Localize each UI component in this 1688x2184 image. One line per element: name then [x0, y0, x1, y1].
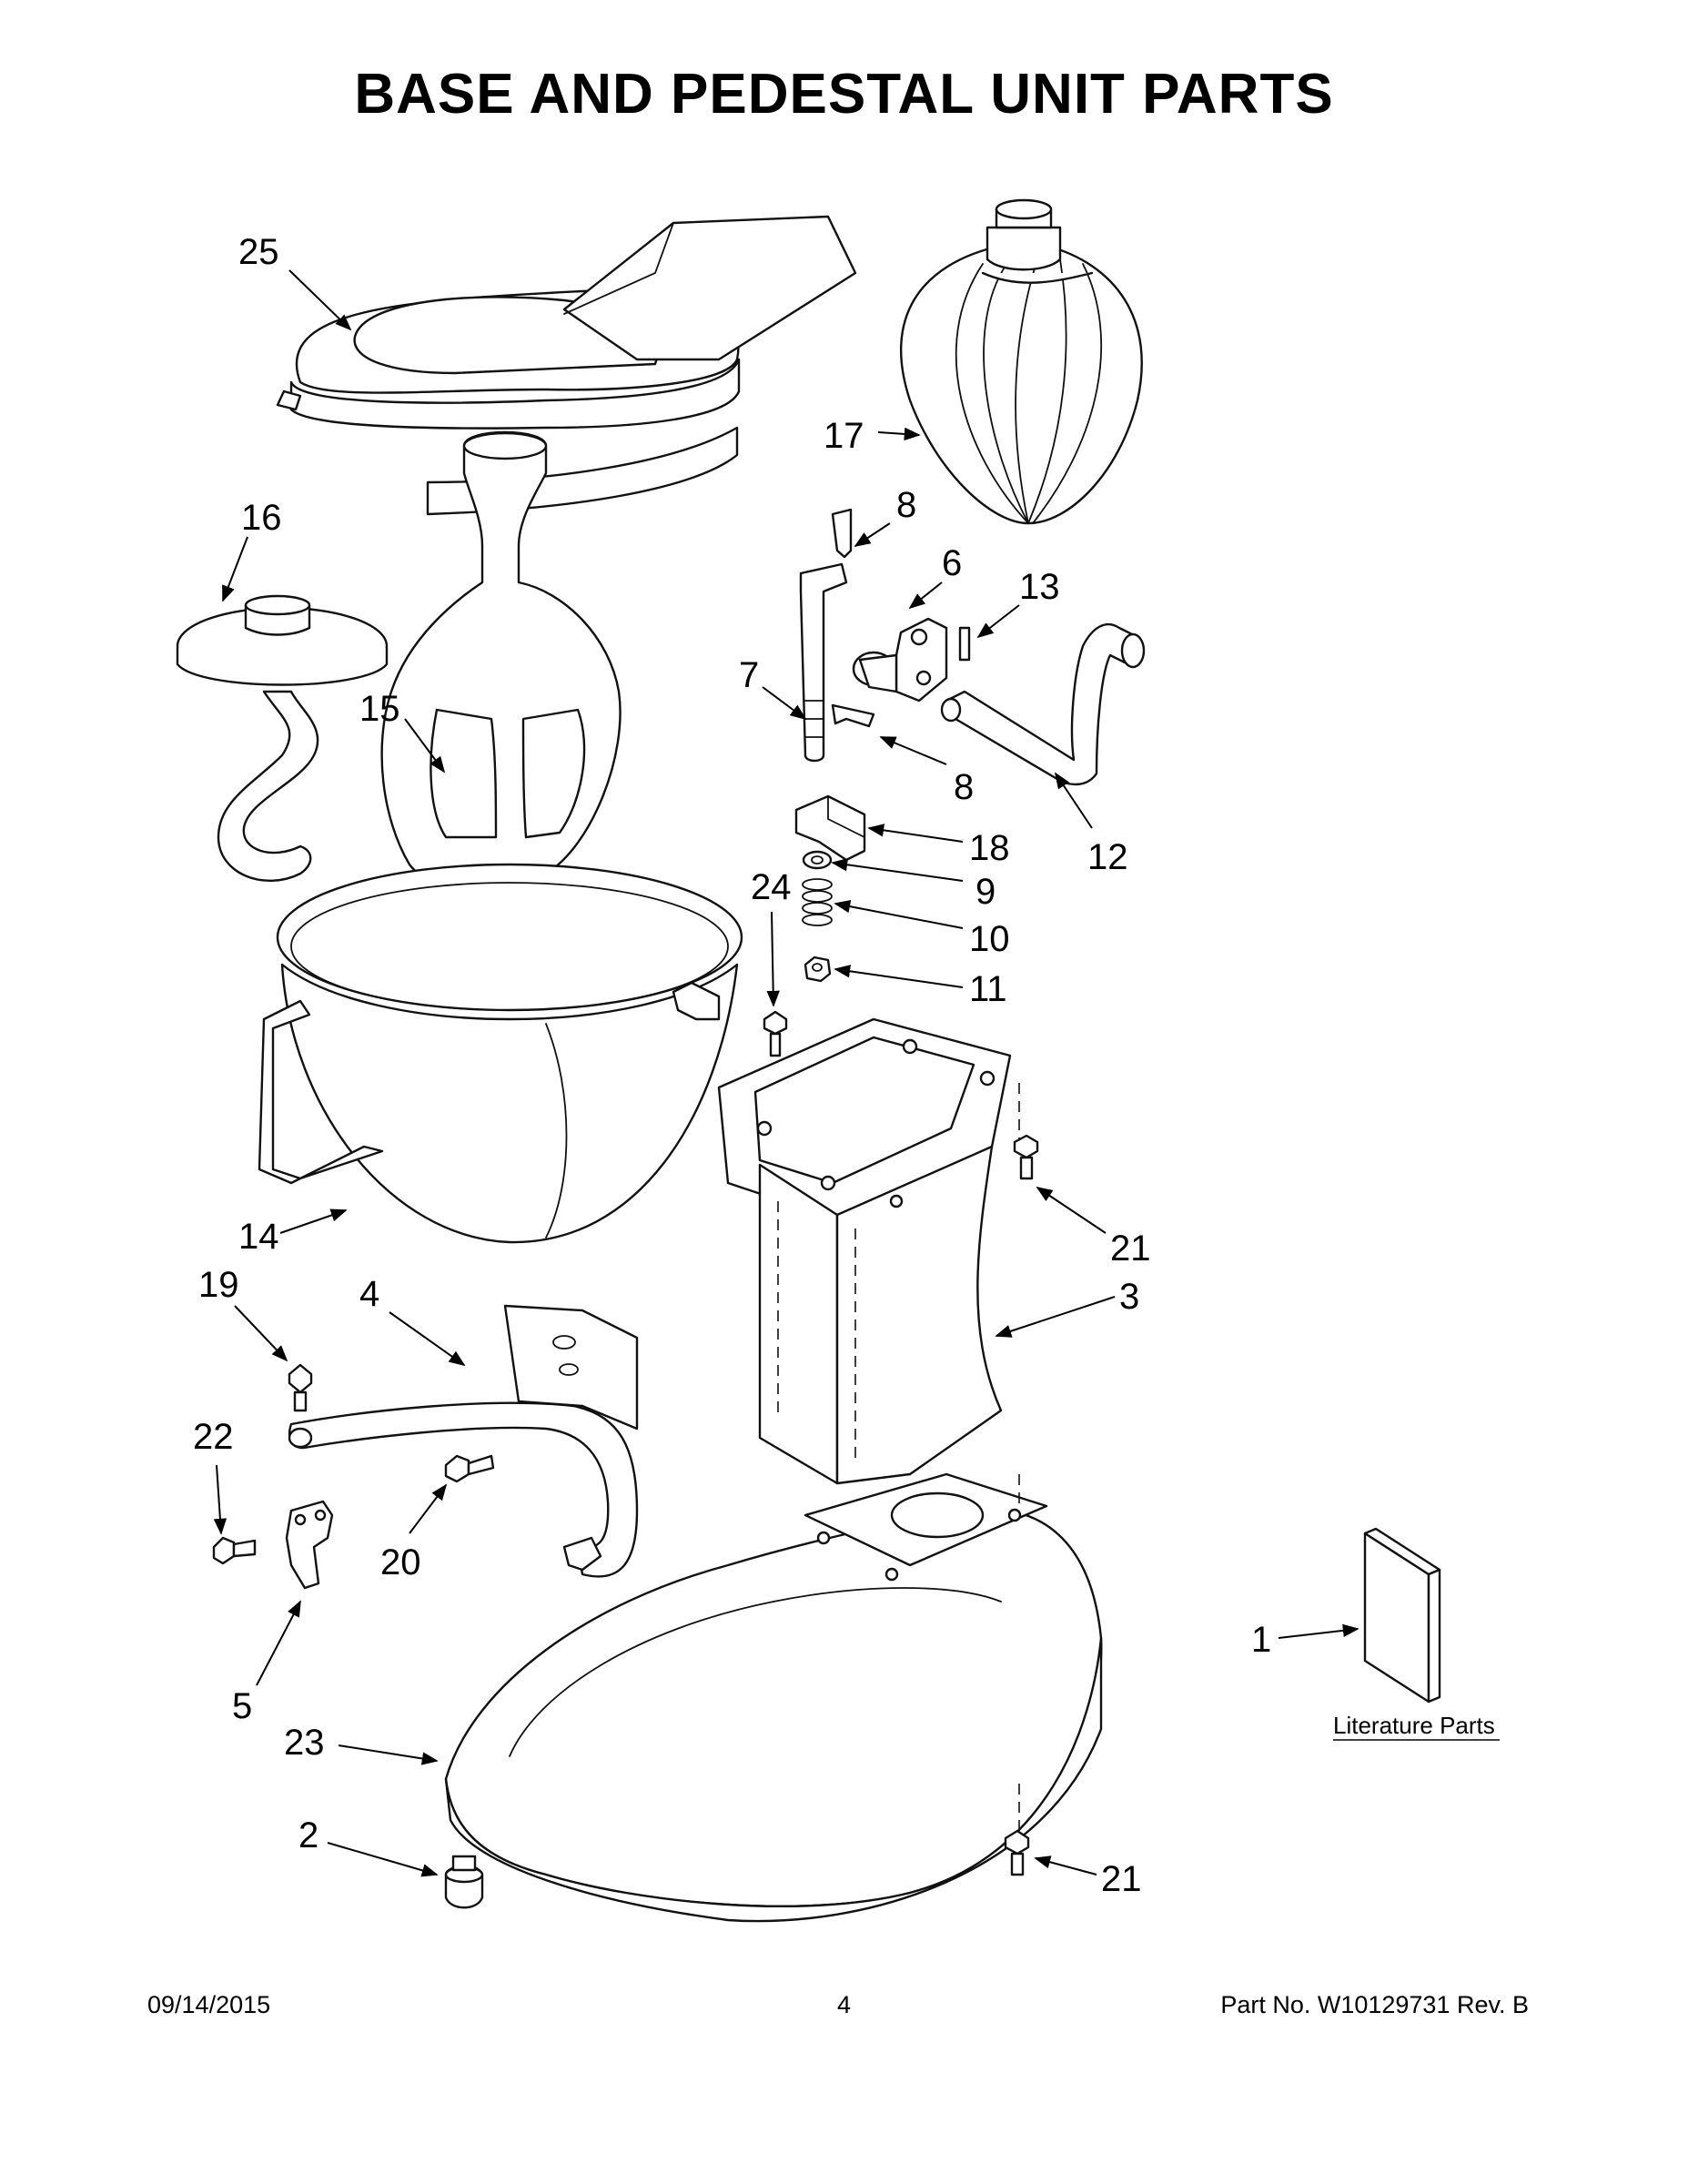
leader-8a — [854, 522, 891, 547]
base-part — [444, 1472, 1103, 1923]
callout-2: 2 — [298, 1815, 318, 1855]
leader-21b — [1034, 1855, 1097, 1876]
leader-20 — [409, 1483, 448, 1534]
leader-11 — [834, 965, 964, 988]
leader-6 — [908, 581, 943, 610]
callout-18: 18 — [969, 828, 1010, 868]
leader-lines — [213, 269, 1359, 1877]
screw-center-part — [444, 1454, 495, 1483]
callout-19: 19 — [198, 1265, 239, 1305]
callout-23: 23 — [284, 1723, 325, 1763]
leader-24 — [766, 911, 780, 1007]
callout-17: 17 — [824, 416, 864, 456]
leader-21a — [1036, 1187, 1107, 1234]
leader-9 — [831, 858, 964, 882]
leader-8b — [879, 736, 947, 765]
callout-4: 4 — [359, 1274, 379, 1314]
callout-20: 20 — [380, 1542, 421, 1582]
hinge-pin-part — [799, 562, 848, 763]
leader-7 — [762, 686, 807, 721]
callout-9: 9 — [975, 872, 996, 912]
callout-22: 22 — [193, 1417, 234, 1457]
callout-3: 3 — [1119, 1277, 1139, 1317]
callout-12: 12 — [1087, 837, 1128, 877]
screw-right-upper-part — [1013, 1134, 1039, 1180]
leader-18 — [867, 824, 964, 843]
pedestal-column-part — [717, 1017, 1020, 1485]
footer-part-number: Part No. W10129731 Rev. B — [1220, 1991, 1529, 2018]
callout-21-lower: 21 — [1101, 1859, 1142, 1899]
bolt-part — [288, 1363, 313, 1412]
callout-13: 13 — [1019, 567, 1060, 607]
callout-7: 7 — [739, 655, 759, 695]
leader-14 — [279, 1208, 348, 1234]
cotter-pin-lower-part — [831, 703, 875, 728]
callout-8-lower: 8 — [954, 767, 974, 807]
callout-24: 24 — [751, 867, 792, 907]
leader-10 — [834, 899, 964, 929]
bowl-support-part — [288, 1304, 639, 1578]
screw-left-part — [212, 1536, 257, 1565]
lock-bracket-part — [794, 794, 866, 862]
washer-part — [802, 850, 833, 870]
leader-25 — [288, 269, 352, 331]
leader-22 — [213, 1464, 227, 1535]
callout-6: 6 — [942, 543, 962, 583]
flat-beater-part — [380, 430, 622, 891]
spring-part — [802, 878, 833, 926]
leader-12 — [1055, 772, 1093, 829]
leader-5 — [256, 1600, 301, 1686]
screw-upper-part — [763, 1010, 788, 1057]
callout-25: 25 — [238, 232, 279, 272]
literature-parts-label: Literature Parts — [1333, 1712, 1495, 1739]
callout-21-upper: 21 — [1110, 1228, 1151, 1269]
foot-part — [444, 1855, 484, 1909]
latch-plate-part — [285, 1500, 334, 1590]
callout-8-upper: 8 — [896, 485, 916, 525]
callout-15: 15 — [359, 689, 400, 729]
leader-19 — [234, 1305, 288, 1362]
screw-right-lower-part — [1004, 1829, 1030, 1876]
callout-numbers: 25 17 16 8 6 13 7 15 8 12 18 9 24 10 11 … — [193, 232, 1271, 1899]
leader-17 — [877, 427, 921, 441]
nut-part — [804, 956, 832, 983]
mixing-bowl-part — [258, 863, 743, 1244]
roll-pin-part — [958, 626, 971, 662]
footer-page-number: 4 — [836, 1991, 852, 2018]
callout-1: 1 — [1251, 1620, 1271, 1660]
leader-2 — [327, 1842, 439, 1877]
pouring-shield-part — [276, 215, 857, 516]
leader-1 — [1278, 1623, 1359, 1639]
callout-10: 10 — [969, 919, 1010, 959]
wire-whip-part — [899, 198, 1143, 525]
leader-13 — [976, 604, 1020, 639]
literature-booklet-part — [1363, 1527, 1441, 1704]
dough-hook-part — [176, 594, 389, 883]
leader-3 — [995, 1296, 1116, 1338]
cotter-pin-upper-part — [831, 508, 853, 559]
callout-5: 5 — [232, 1686, 252, 1726]
leader-16 — [222, 536, 248, 602]
callout-16: 16 — [241, 498, 282, 538]
leader-4 — [389, 1311, 466, 1367]
callout-11: 11 — [969, 969, 1007, 1009]
leader-23 — [338, 1744, 439, 1765]
page-title: BASE AND PEDESTAL UNIT PARTS — [354, 63, 1334, 126]
callout-14: 14 — [238, 1217, 279, 1257]
footer-date: 09/14/2015 — [147, 1991, 271, 2018]
lift-bracket-part — [852, 617, 948, 703]
leader-15 — [404, 718, 446, 774]
crank-handle-part — [940, 622, 1146, 786]
